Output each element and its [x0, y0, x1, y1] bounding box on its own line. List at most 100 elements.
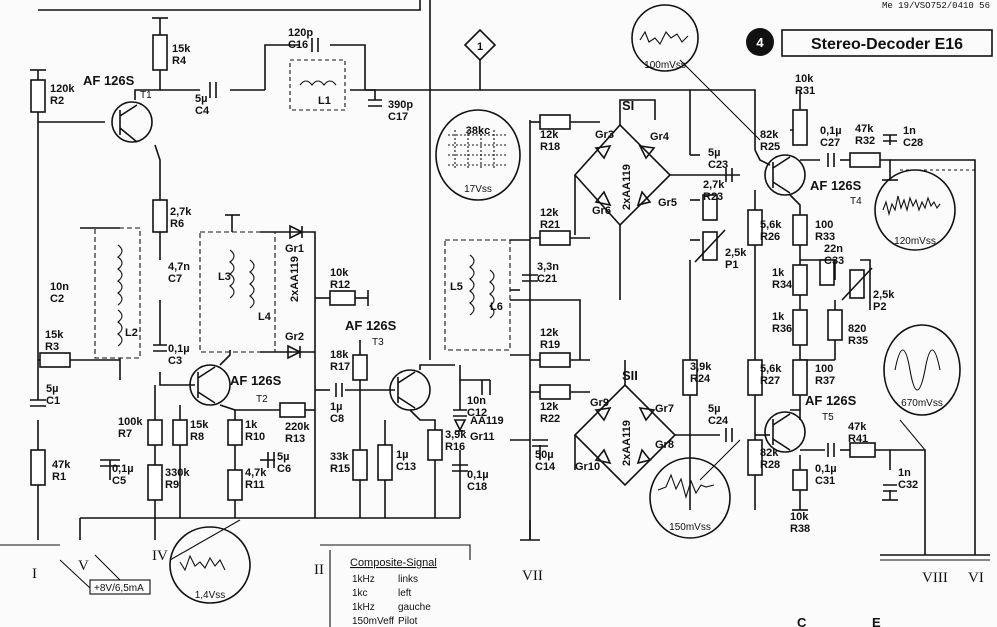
waveform-label-670mv: 670mVss — [901, 398, 943, 409]
resistor-id-r41: R41 — [848, 433, 868, 445]
resistor-value-r24: 3,9k — [690, 361, 712, 373]
capacitor-id-c23: C23 — [708, 159, 728, 171]
transistor-id-t4: T4 — [850, 196, 862, 207]
capacitor-id-c16: C16 — [288, 39, 308, 51]
composite-heading: Composite-Signal — [350, 557, 437, 569]
composite-line-b-4: Pilot — [398, 616, 418, 627]
resistor-id-r11: R11 — [245, 479, 265, 491]
resistor-value-r27: 5,6k — [760, 363, 782, 375]
capacitor-id-c1: C1 — [46, 395, 60, 407]
resistor-value-r37: 100 — [815, 363, 833, 375]
capacitor-id-c14: C14 — [535, 461, 556, 473]
capacitor-id-c27: C27 — [820, 137, 840, 149]
terminal-viii: VIII — [922, 570, 948, 586]
resistor-id-p1: P1 — [725, 259, 738, 271]
transistor-symbols — [111, 101, 806, 453]
resistor-id-r16: R16 — [445, 441, 465, 453]
corner-letter-c: C — [797, 615, 807, 627]
resistor-value-r31: 10k — [795, 73, 814, 85]
capacitor-value-c24: 5µ — [708, 403, 720, 415]
transistor-type-t1: AF 126S — [83, 73, 135, 88]
resistor-value-r8: 15k — [190, 419, 209, 431]
resistor-id-p2: P2 — [873, 301, 886, 313]
resistor-id-r4: R4 — [172, 55, 187, 67]
diode-label-gr3: Gr3 — [595, 129, 614, 141]
diode-label-gr1: Gr1 — [285, 243, 304, 255]
capacitor-value-c12: 10n — [467, 395, 486, 407]
bridge-label-sii: SII — [622, 368, 638, 383]
composite-line-b-3: gauche — [398, 602, 431, 613]
resistor-id-r32: R32 — [855, 135, 875, 147]
terminal-iv: IV — [152, 548, 168, 564]
resistor-value-r15: 33k — [330, 451, 349, 463]
resistor-id-r13: R13 — [285, 433, 305, 445]
transistor-type-t2: AF 126S — [230, 373, 282, 388]
terminal-i: I — [32, 566, 37, 582]
resistor-value-r1: 47k — [52, 459, 71, 471]
capacitor-value-c33: 22n — [824, 243, 843, 255]
resistor-id-r9: R9 — [165, 479, 179, 491]
composite-line-a-3: 1kHz — [352, 602, 375, 613]
composite-line-a-2: 1kc — [352, 588, 368, 599]
resistor-value-r28: 82k — [760, 447, 779, 459]
resistor-value-r41: 47k — [848, 421, 867, 433]
capacitor-id-c33: C33 — [824, 255, 844, 267]
resistor-value-r12: 10k — [330, 267, 349, 279]
diode-pair-type-3: 2xAA119 — [621, 420, 633, 466]
capacitor-plates — [30, 38, 897, 492]
resistor-value-r32: 47k — [855, 123, 874, 135]
transistor-id-t3: T3 — [372, 337, 384, 348]
capacitor-id-c28: C28 — [903, 137, 923, 149]
waveform-label-150mv: 150mVss — [669, 522, 711, 533]
resistor-id-r19: R19 — [540, 339, 560, 351]
diode-label-gr10: Gr10 — [575, 461, 600, 473]
resistor-id-r24: R24 — [690, 373, 711, 385]
diode-label-gr5: Gr5 — [658, 197, 677, 209]
capacitor-value-c27: 0,1µ — [820, 125, 842, 137]
capacitor-value-c21: 3,3n — [537, 261, 559, 273]
diode-pair-type-1: 2xAA119 — [289, 256, 301, 302]
capacitor-value-c3: 0,1µ — [168, 343, 190, 355]
waveform-top-38kc: 38kc — [466, 125, 490, 137]
resistor-value-r7: 100k — [118, 416, 143, 428]
resistor-id-r36: R36 — [772, 323, 792, 335]
resistor-id-r3: R3 — [45, 341, 59, 353]
supply-label: +8V/6,5mA — [94, 583, 144, 594]
capacitor-id-c17: C17 — [388, 111, 408, 123]
diode-label-gr11: Gr11 — [470, 431, 494, 443]
resistor-id-r33: R33 — [815, 231, 835, 243]
resistor-id-r35: R35 — [848, 335, 868, 347]
waveform-label-120mv: 120mVss — [894, 236, 936, 247]
resistor-value-r22: 12k — [540, 401, 559, 413]
capacitor-value-c23: 5µ — [708, 147, 720, 159]
capacitor-id-c24: C24 — [708, 415, 729, 427]
resistor-value-r21: 12k — [540, 207, 559, 219]
resistor-id-r6: R6 — [170, 218, 184, 230]
composite-line-b-2: left — [398, 588, 412, 599]
resistor-id-r17: R17 — [330, 361, 350, 373]
capacitor-id-c18: C18 — [467, 481, 487, 493]
capacitor-value-c8: 1µ — [330, 401, 342, 413]
resistor-value-r6: 2,7k — [170, 206, 192, 218]
resistor-id-r23: R23 — [703, 191, 723, 203]
transistor-type-t3: AF 126S — [345, 318, 397, 333]
resistor-id-r1: R1 — [52, 471, 66, 483]
resistor-value-r26: 5,6k — [760, 219, 782, 231]
diode-label-gr9: Gr9 — [590, 397, 609, 409]
resistor-id-r12: R12 — [330, 279, 350, 291]
resistor-id-r34: R34 — [772, 279, 793, 291]
resistor-id-r26: R26 — [760, 231, 780, 243]
capacitor-value-c13: 1µ — [396, 449, 408, 461]
capacitor-id-c13: C13 — [396, 461, 416, 473]
capacitor-id-c21: C21 — [537, 273, 557, 285]
resistor-id-r15: R15 — [330, 463, 350, 475]
diode-label-gr4: Gr4 — [650, 131, 670, 143]
inductor-coils — [117, 59, 495, 347]
diode-label-gr2: Gr2 — [285, 331, 304, 343]
inductor-label-5: L5 — [450, 281, 463, 293]
resistor-value-r18: 12k — [540, 129, 559, 141]
transistor-type-t5: AF 126S — [805, 393, 857, 408]
